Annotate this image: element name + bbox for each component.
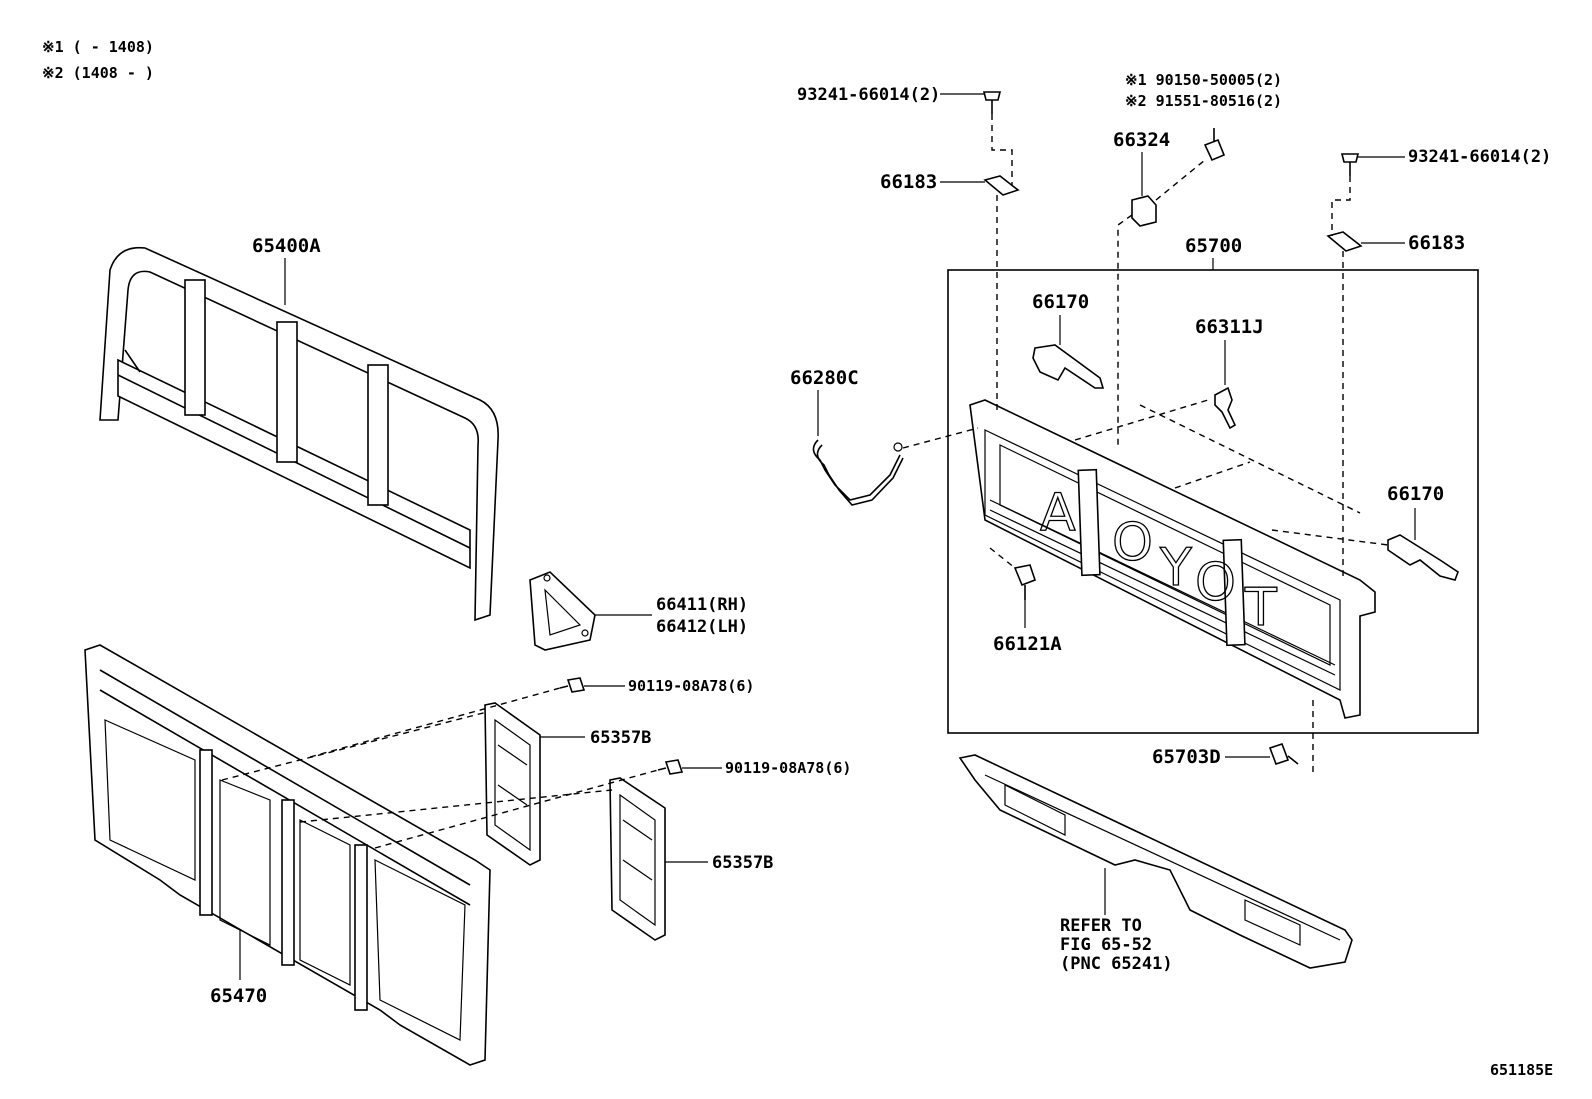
label-93241-right: 93241-66014(2) [1408,147,1551,167]
rear-sill-65241 [958,754,1353,969]
label-65703d: 65703D [1152,746,1221,768]
note-2: ※2 (1408 - ) [42,64,154,82]
label-65470: 65470 [210,985,267,1007]
label-66411: 66411(RH) [656,595,748,615]
screw-90150-91551 [1203,128,1226,162]
label-90150: ※1 90150-50005(2) [1125,71,1282,89]
plate-65357b-top [484,702,541,866]
screw-93241-right [1340,153,1360,176]
label-66183-left: 66183 [880,171,937,193]
label-90119-bottom: 90119-08A78(6) [725,759,851,777]
label-66170-right: 66170 [1387,483,1444,505]
screw-93241-left [982,91,1002,114]
label-90119-top: 90119-08A78(6) [628,677,754,695]
tailgate-letter-o2: O [1195,553,1236,613]
clip-66324 [1131,195,1157,227]
refer-line-1: REFER TO [1060,916,1142,936]
label-65357b-bottom: 65357B [712,853,773,873]
plate-65357b-bottom [609,777,666,941]
bolt-65703d [1268,742,1299,766]
label-66311j: 66311J [1195,316,1264,338]
tailgate-letter-a: A [1040,483,1076,543]
label-65357b-top: 65357B [590,728,651,748]
bolt-66121a [1013,564,1037,600]
label-66412: 66412(LH) [656,617,748,637]
clip-66183-left [983,175,1020,196]
label-66121a: 66121A [993,633,1062,655]
front-panel-65470 [84,644,491,1066]
figure-id: 651185E [1490,1061,1553,1079]
tailgate-65700: A O Y O T [969,399,1376,719]
refer-line-3: (PNC 65241) [1060,954,1173,974]
label-66324: 66324 [1113,129,1170,151]
label-66170-top: 66170 [1032,291,1089,313]
label-65400a: 65400A [252,235,321,257]
bracket-66411-66412 [529,571,596,651]
handle-66170-right [1387,534,1459,581]
tailgate-letter-t: T [1244,578,1277,638]
handle-66170-top [1032,344,1105,389]
clip-66183-right [1326,231,1363,252]
label-91551: ※2 91551-80516(2) [1125,92,1282,110]
tailgate-letter-y: Y [1159,538,1192,598]
bolt-90119-top [559,677,586,693]
label-65700: 65700 [1185,235,1242,257]
label-66280c: 66280C [790,367,859,389]
chain-66280c [812,439,904,506]
tailgate-letter-o: O [1112,513,1153,573]
refer-line-2: FIG 65-52 [1060,935,1152,955]
guard-frame-65400a [99,246,499,622]
bolt-90119-bottom [657,759,684,775]
label-66183-right: 66183 [1408,232,1465,254]
hook-66311j [1214,386,1237,430]
note-1: ※1 ( - 1408) [42,38,154,56]
label-93241-left: 93241-66014(2) [797,85,940,105]
